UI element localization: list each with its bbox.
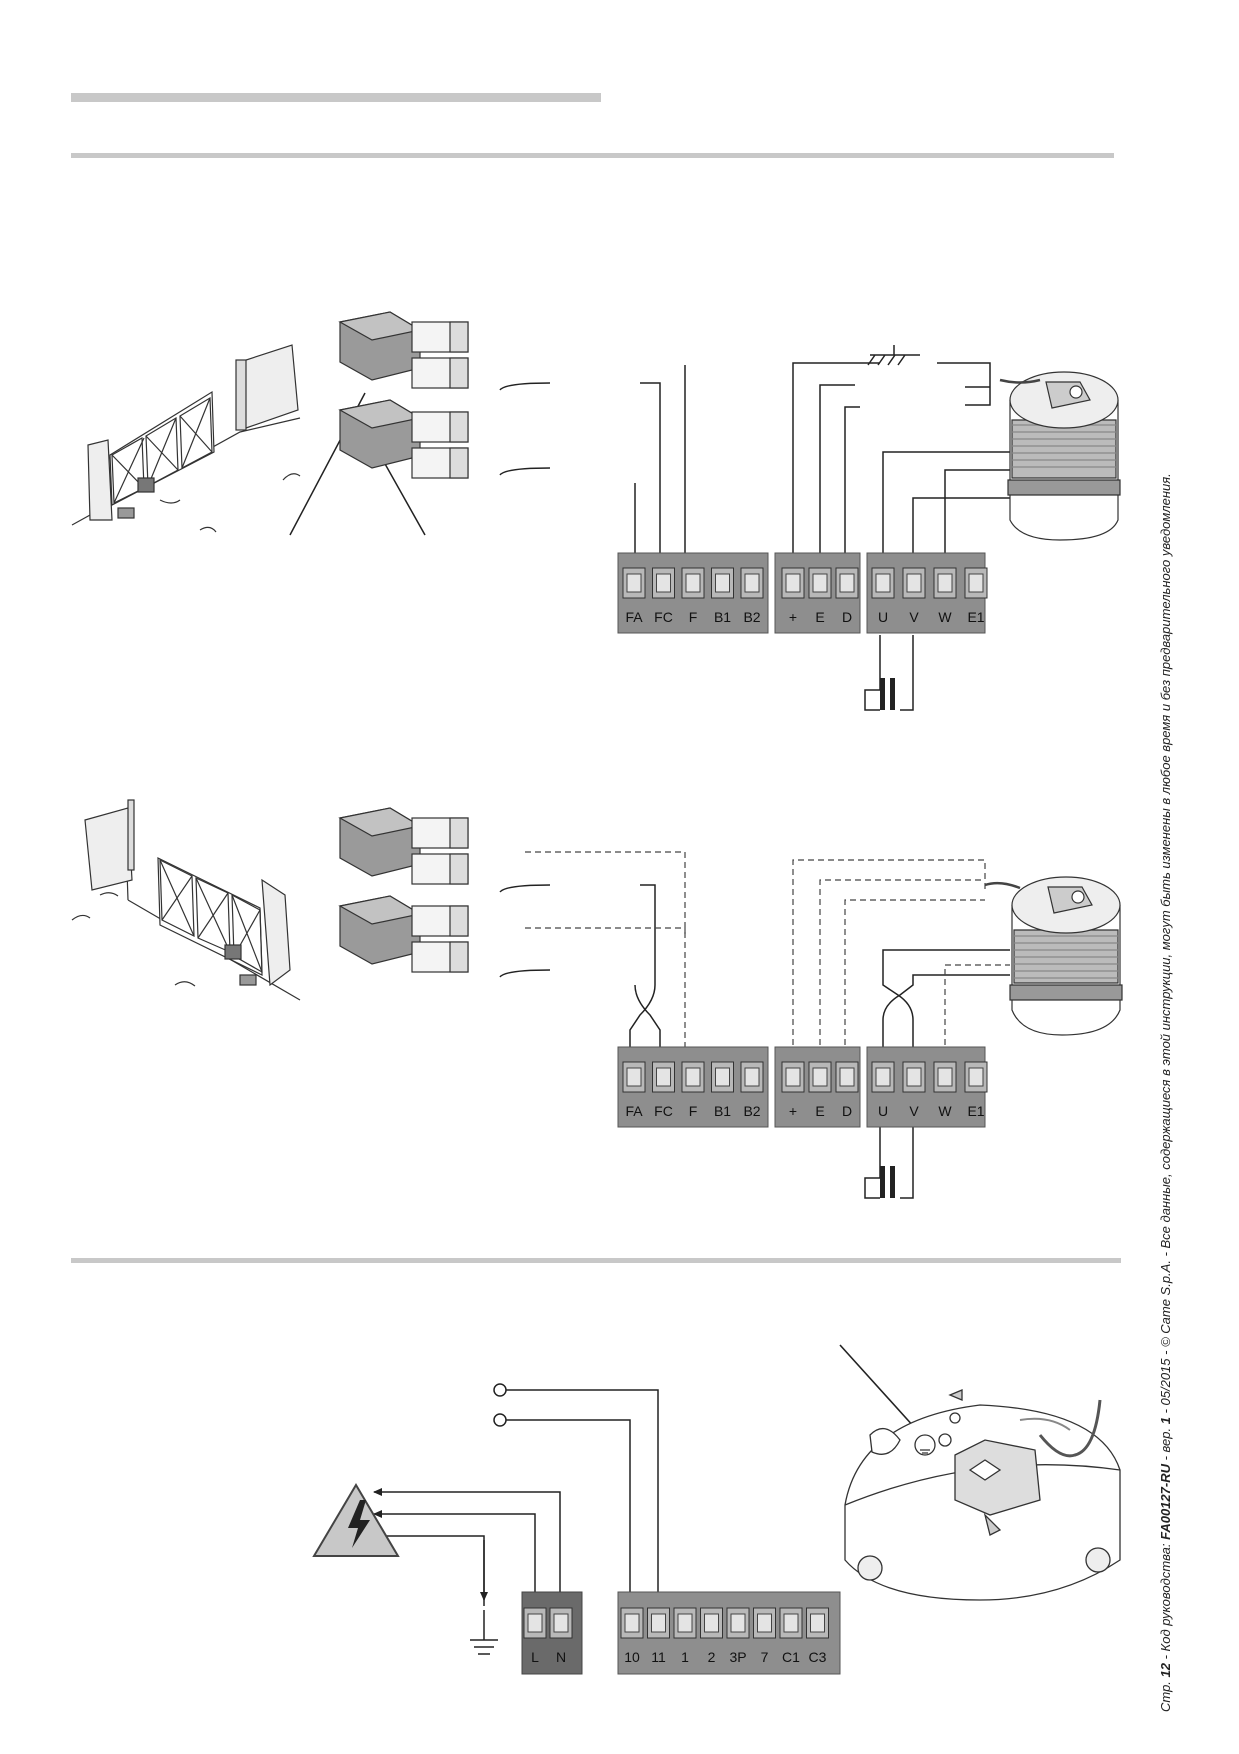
terminal-control-label: 7: [761, 1649, 769, 1665]
terminal-control-screw: [810, 1613, 825, 1633]
limit-switch-upper-2: [338, 807, 469, 885]
limit-switch-lower-2: [338, 895, 469, 973]
terminal-control-label: 10: [624, 1649, 640, 1665]
terminal-control-label: 1: [681, 1649, 689, 1665]
terminal-p2-label: B1: [714, 1103, 731, 1119]
gate-illustration-2: [71, 799, 301, 1001]
terminal-p2-label: F: [689, 1103, 698, 1119]
terminal-power-screw: [553, 1613, 569, 1633]
terminal-p1-label: W: [938, 609, 952, 625]
terminal-p1-screw: [685, 573, 701, 593]
terminal-p1-screw: [937, 573, 953, 593]
terminal-power-label: N: [556, 1649, 566, 1665]
terminal-control-screw: [704, 1613, 719, 1633]
terminal-p2-screw: [744, 1067, 760, 1087]
terminal-control-screw: [783, 1613, 799, 1633]
terminal-p2-screw: [715, 1067, 730, 1087]
wires-bottom: [373, 1383, 662, 1655]
terminal-control-label: 2: [708, 1649, 716, 1665]
terminal-p1-label: E1: [967, 609, 984, 625]
terminal-p2-screw: [906, 1067, 922, 1087]
terminal-power-screw: [527, 1613, 543, 1633]
terminal-p1-label: U: [878, 609, 888, 625]
terminal-control-label: C1: [782, 1649, 800, 1665]
terminal-p1-label: +: [789, 609, 797, 625]
terminal-p1-label: D: [842, 609, 852, 625]
wires-panel-2: [499, 881, 1021, 1199]
terminal-p2-screw: [875, 1067, 891, 1087]
terminal-control-label: 11: [651, 1649, 666, 1665]
terminal-p2-label: +: [789, 1103, 797, 1119]
motor-illustration-2: [1009, 876, 1123, 1036]
terminal-p2-label: FA: [625, 1103, 643, 1119]
warning-triangle-icon: [312, 1483, 400, 1557]
terminal-control-label: 3P: [729, 1649, 746, 1665]
terminal-control-screw: [757, 1613, 772, 1633]
gate-illustration-1: [71, 344, 301, 533]
terminal-p1-label: B2: [743, 609, 760, 625]
terminal-p2-label: B2: [743, 1103, 760, 1119]
section-rule-bottom: [71, 1258, 1121, 1263]
terminal-p2-label: D: [842, 1103, 852, 1119]
motor-cover-illustration: [839, 1344, 1121, 1601]
terminal-p2-label: FC: [654, 1103, 673, 1119]
wires-panel-1: [499, 345, 1010, 711]
terminal-p1-screw: [744, 573, 760, 593]
terminal-p1-screw: [968, 573, 984, 593]
terminal-p2-screw: [656, 1067, 671, 1087]
terminal-p1-screw: [812, 573, 828, 593]
terminal-p2-label: U: [878, 1103, 888, 1119]
terminal-p1-label: F: [689, 609, 698, 625]
limit-switch-lower-1: [338, 399, 469, 479]
terminal-p2-screw: [839, 1067, 855, 1087]
terminal-p1-label: E: [815, 609, 824, 625]
terminal-p1-screw: [875, 573, 891, 593]
leader-line-2: [379, 454, 426, 536]
motor-illustration-1: [999, 371, 1121, 541]
terminal-p2-screw: [937, 1067, 953, 1087]
terminal-p2-label: V: [909, 1103, 919, 1119]
terminal-control-screw: [677, 1613, 693, 1633]
terminal-p2-screw: [968, 1067, 984, 1087]
limit-switch-upper-1: [338, 311, 469, 389]
terminal-p2-screw: [626, 1067, 642, 1087]
terminal-p2-label: E: [815, 1103, 824, 1119]
footer-note: Стр. 12 - Код руководства: FA00127-RU - …: [1158, 473, 1173, 1712]
capacitor-1: [880, 678, 895, 710]
terminal-p2-screw: [785, 1067, 801, 1087]
section-rule-top-short: [71, 93, 601, 102]
terminal-p1-label: V: [909, 609, 919, 625]
terminal-p1-screw: [715, 573, 730, 593]
capacitor-2: [880, 1166, 895, 1198]
terminal-p1-screw: [656, 573, 671, 593]
terminal-p2-screw: [685, 1067, 701, 1087]
terminal-p1-screw: [626, 573, 642, 593]
terminal-control-screw: [730, 1613, 746, 1633]
terminal-p1-label: FC: [654, 609, 673, 625]
section-rule-top-long: [71, 153, 1114, 158]
terminal-p1-screw: [839, 573, 855, 593]
terminal-control-label: C3: [809, 1649, 827, 1665]
terminal-p1-screw: [906, 573, 922, 593]
terminal-control-screw: [651, 1613, 666, 1633]
terminal-p2-screw: [812, 1067, 828, 1087]
terminal-p2-label: W: [938, 1103, 952, 1119]
terminal-power-label: L: [531, 1649, 539, 1665]
terminal-p1-label: FA: [625, 609, 643, 625]
wires-panel-2-dashed: [525, 851, 1010, 1065]
terminal-p1-label: B1: [714, 609, 731, 625]
terminal-p2-label: E1: [967, 1103, 984, 1119]
terminal-control-screw: [624, 1613, 640, 1633]
terminal-p1-screw: [785, 573, 801, 593]
